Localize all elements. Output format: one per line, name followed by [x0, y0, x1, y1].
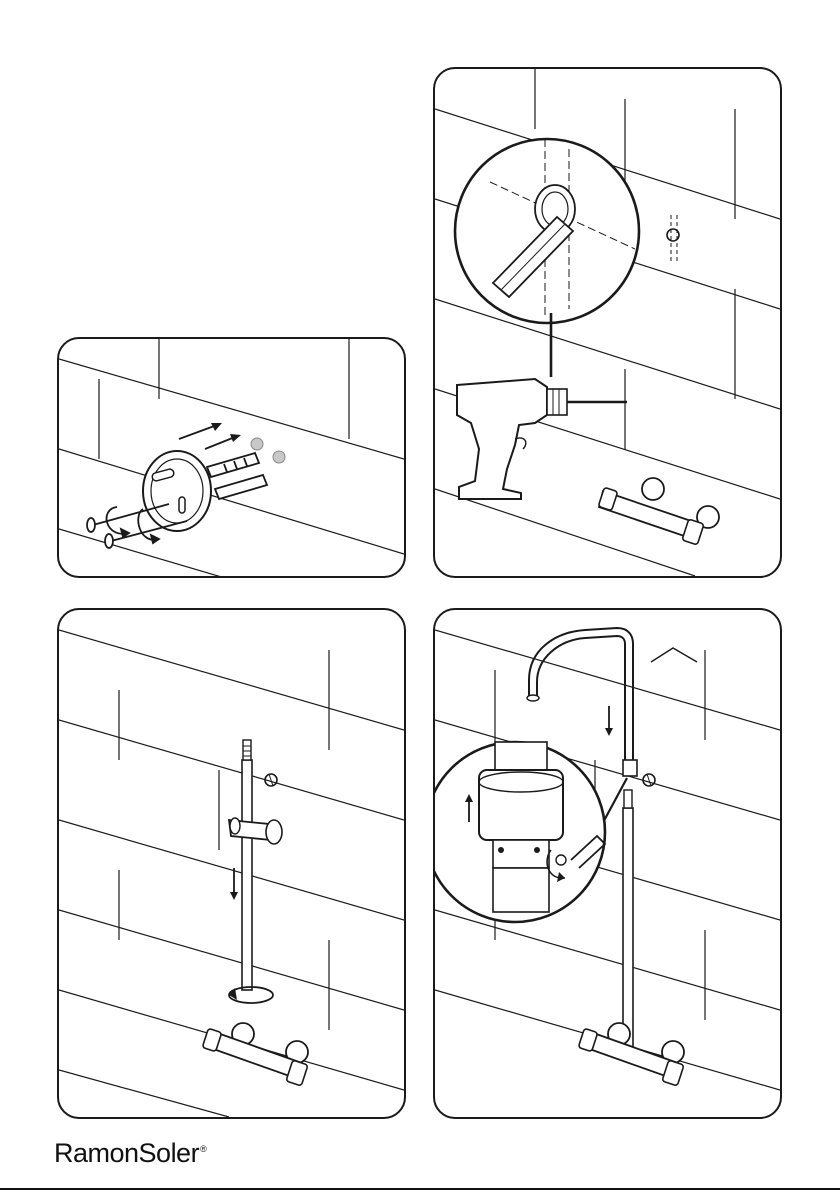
- step-slide-rail-panel: [57, 608, 406, 1119]
- shower-holder-icon: [229, 818, 282, 844]
- bottom-rule: [0, 1188, 840, 1190]
- slide-rail-icon: [623, 790, 633, 1056]
- brand-logo: RamonSoler®: [54, 1138, 206, 1169]
- target-mark-icon: [667, 215, 679, 261]
- shower-column-illustration: [435, 610, 780, 1117]
- target-mark-icon: [643, 774, 655, 786]
- slide-rail-icon: [242, 740, 252, 990]
- arrow-down-icon: [230, 868, 238, 900]
- brand-name: RamonSoler: [54, 1138, 199, 1168]
- registered-mark: ®: [200, 1144, 206, 1154]
- ceiling-angle-icon: [651, 648, 697, 662]
- arrow-icon: [179, 423, 241, 449]
- magnifier-detail: [455, 139, 639, 323]
- step-column-panel: [433, 608, 782, 1119]
- step-drill-panel: [433, 67, 782, 578]
- wall-plug-icon: [207, 453, 267, 499]
- magnifier-detail: [435, 742, 605, 922]
- thermostatic-mixer-icon: [202, 1023, 308, 1086]
- step-wall-plugs-panel: [57, 337, 406, 578]
- slide-rail-illustration: [59, 610, 404, 1117]
- drill-illustration: [435, 69, 780, 576]
- wall-bracket-icon: [143, 451, 211, 531]
- wall-plugs-illustration: [59, 339, 404, 576]
- thermostatic-mixer-icon: [598, 478, 719, 545]
- arrow-down-icon: [605, 706, 613, 736]
- drill-icon: [457, 379, 627, 499]
